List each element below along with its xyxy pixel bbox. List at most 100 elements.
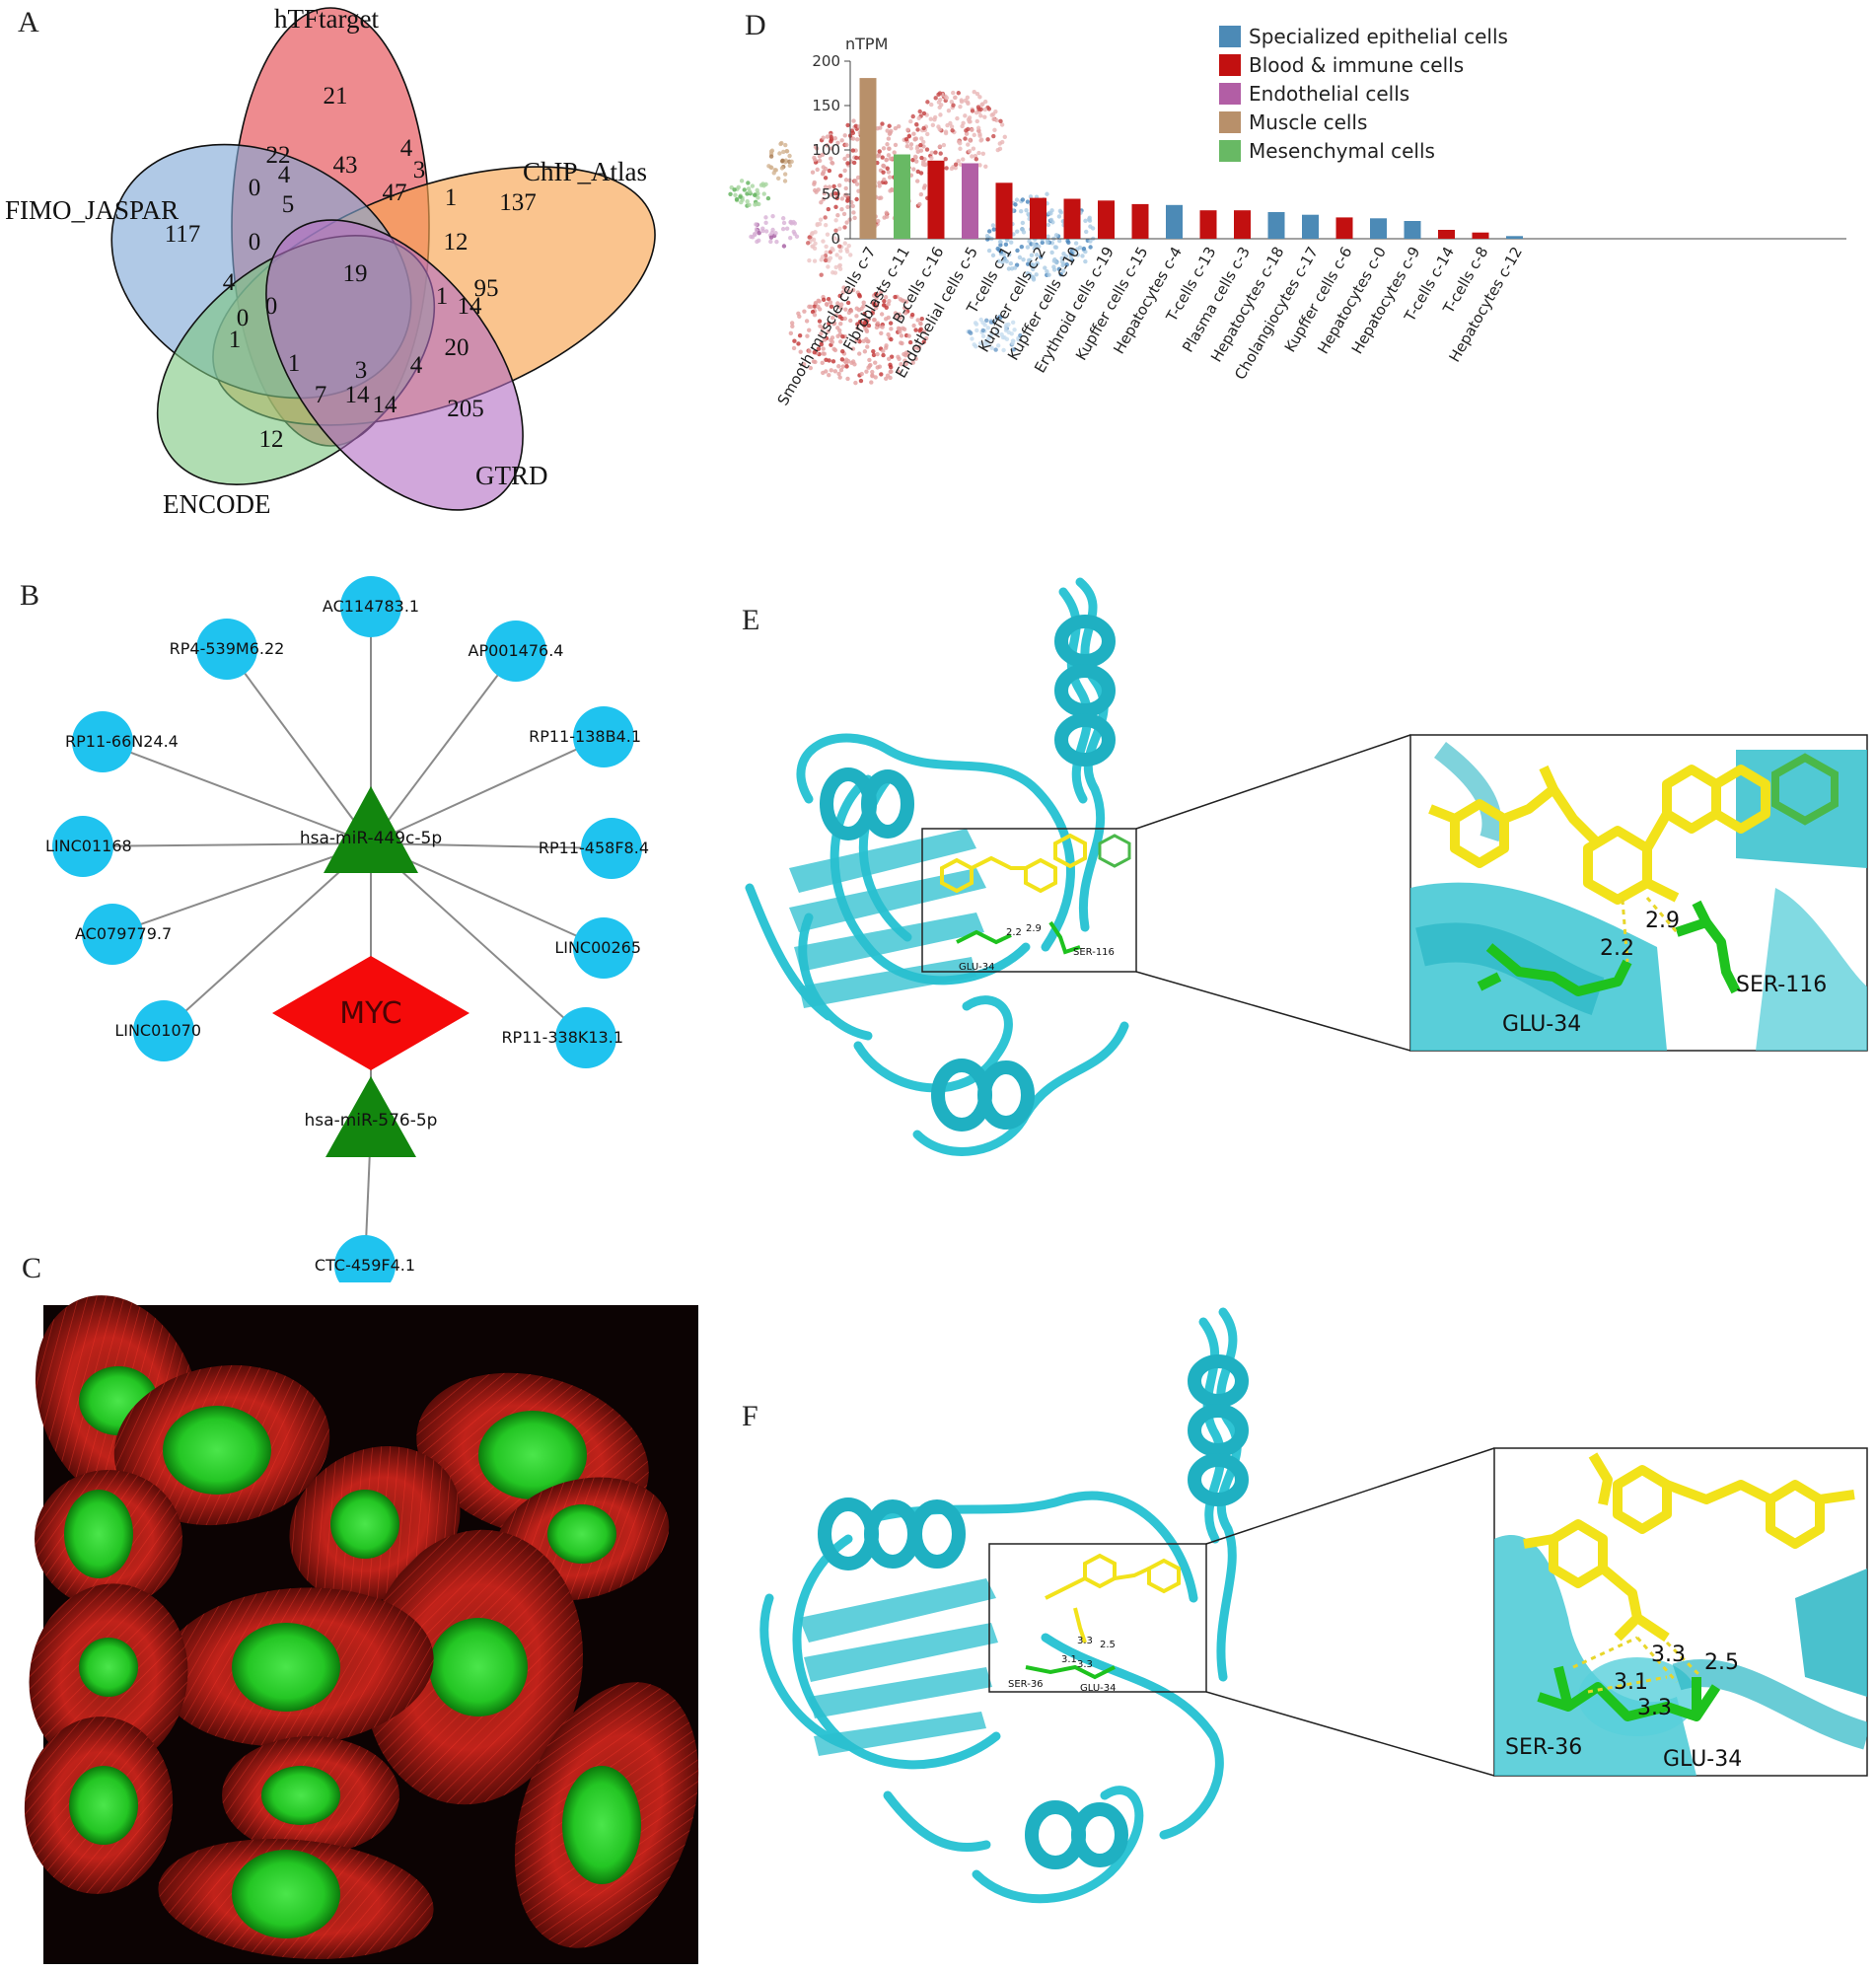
docking-panel-e: E: [742, 577, 1868, 1156]
venn-count: 21: [324, 83, 348, 110]
bar: [1370, 218, 1387, 239]
cell: [158, 1587, 434, 1747]
lncrna-node: RP11-66N24.4: [65, 711, 179, 772]
venn-count: 4: [400, 135, 413, 162]
panel-label-d: D: [745, 9, 766, 41]
venn-ellipses: [110, 7, 656, 511]
lncrna-label: RP11-66N24.4: [65, 732, 179, 751]
venn-count: 14: [373, 392, 398, 418]
cell: [222, 1736, 399, 1855]
distance-label-small: 2.9: [1026, 923, 1042, 934]
venn-count: 0: [265, 293, 278, 320]
protein-helices-e: [820, 615, 1116, 1132]
y-tick-label: 200: [812, 52, 840, 70]
bar: [1404, 221, 1421, 239]
venn-count: 205: [447, 396, 484, 422]
network-edge: [370, 736, 605, 844]
legend-swatch: [1219, 26, 1241, 47]
bar: [859, 78, 877, 239]
zoom-inset-f: 3.1 3.3 3.3 2.5 SER-36 GLU-34: [1493, 1447, 1868, 1777]
network-nodes: AC114783.1AP001476.4RP11-138B4.1RP11-458…: [45, 576, 649, 1282]
distance-label: 3.3: [1637, 1696, 1672, 1720]
umap-cluster: [728, 179, 771, 208]
venn-count: 20: [445, 334, 469, 361]
venn-count: 0: [237, 305, 250, 331]
lncrna-label: AP001476.4: [469, 641, 564, 660]
nucleus: [478, 1411, 587, 1499]
network-edge: [82, 842, 372, 847]
venn-set-label-htftarget: hTFtarget: [274, 4, 379, 34]
residue-label-small: GLU-34: [1080, 1683, 1116, 1694]
venn-count: 22: [266, 142, 291, 169]
venn-count: 95: [474, 275, 499, 302]
venn-count: 1: [445, 184, 458, 211]
y-tick-label: 50: [822, 185, 840, 203]
nucleus: [330, 1490, 399, 1559]
lncrna-label: AC114783.1: [323, 597, 419, 616]
lncrna-label: RP11-458F8.4: [539, 839, 649, 857]
distance-label: 3.1: [1614, 1670, 1648, 1695]
bar: [927, 160, 945, 239]
venn-count: 3: [413, 157, 426, 183]
nucleus: [163, 1406, 271, 1495]
panel-label-a: A: [18, 6, 39, 38]
venn-count: 0: [249, 175, 261, 201]
nucleus: [232, 1850, 340, 1938]
residue-label-small: SER-36: [1008, 1679, 1044, 1690]
lncrna-label: LINC01168: [45, 837, 132, 855]
mirna-label: hsa-miR-576-5p: [305, 1111, 438, 1131]
protein-structure-f: [759, 1307, 1242, 1904]
residues-small-f: [1025, 1664, 1116, 1680]
lncrna-node: AC114783.1: [323, 576, 419, 637]
venn-count: 1: [229, 327, 242, 353]
lncrna-label: CTC-459F4.1: [315, 1256, 415, 1275]
bar: [1472, 232, 1489, 239]
lncrna-label: AC079779.7: [75, 924, 172, 943]
binding-site-box-e: [921, 828, 1137, 973]
distance-label-small: 2.2: [1006, 927, 1022, 938]
venn-ellipse-gtrd: [265, 219, 524, 511]
y-tick-label: 0: [830, 230, 840, 248]
venn-count: 4: [278, 162, 291, 188]
bar: [1267, 212, 1285, 239]
legend-label: Muscle cells: [1249, 110, 1367, 134]
venn-set-label-gtrd: GTRD: [475, 461, 548, 490]
nucleus: [79, 1638, 138, 1697]
gene-node: MYC: [272, 956, 469, 1070]
network-edges: [82, 607, 613, 1267]
distance-label: 2.2: [1600, 936, 1634, 961]
nucleus: [69, 1766, 138, 1845]
inset-labels-e: 2.2 2.9 GLU-34 SER-116: [1502, 909, 1827, 1037]
bar: [1506, 236, 1523, 239]
distance-label: 3.3: [1651, 1643, 1686, 1667]
zoom-line: [1205, 1447, 1495, 1545]
venn-counts: 21 22 43 4 0 4 5 3 47 137 117 1 0 19 12 …: [165, 83, 537, 453]
venn-set-label-fimo: FIMO_JASPAR: [5, 195, 179, 225]
lncrna-label: LINC01070: [114, 1021, 201, 1040]
panel-label-b: B: [20, 579, 39, 612]
bar: [1166, 204, 1183, 239]
venn-count: 137: [499, 189, 537, 216]
bar: [962, 163, 978, 239]
bar: [1234, 210, 1251, 239]
mirna-label: hsa-miR-449c-5p: [300, 829, 442, 848]
nucleus: [64, 1490, 133, 1578]
legend-swatch: [1219, 111, 1241, 133]
venn-set-label-encode: ENCODE: [163, 489, 271, 519]
y-axis-label: nTPM: [845, 35, 888, 53]
venn-count: 12: [259, 426, 284, 453]
panel-label-e: E: [742, 604, 759, 636]
network-edge: [102, 741, 372, 844]
y-tick-label: 100: [812, 141, 840, 159]
lncrna-node: LINC01070: [114, 1000, 201, 1061]
venn-count: 19: [343, 260, 368, 287]
lncrna-node: AP001476.4: [469, 621, 564, 682]
ligand-small-e: [940, 833, 1087, 894]
residue-label-small: SER-116: [1073, 947, 1115, 958]
cell: [24, 1716, 174, 1894]
venn-count: 43: [333, 152, 358, 179]
lncrna-node: LINC01168: [45, 816, 132, 877]
inset-labels-f: 3.1 3.3 3.3 2.5 SER-36 GLU-34: [1505, 1643, 1742, 1772]
venn-set-label-chipatlas: ChIP_Atlas: [523, 157, 647, 186]
